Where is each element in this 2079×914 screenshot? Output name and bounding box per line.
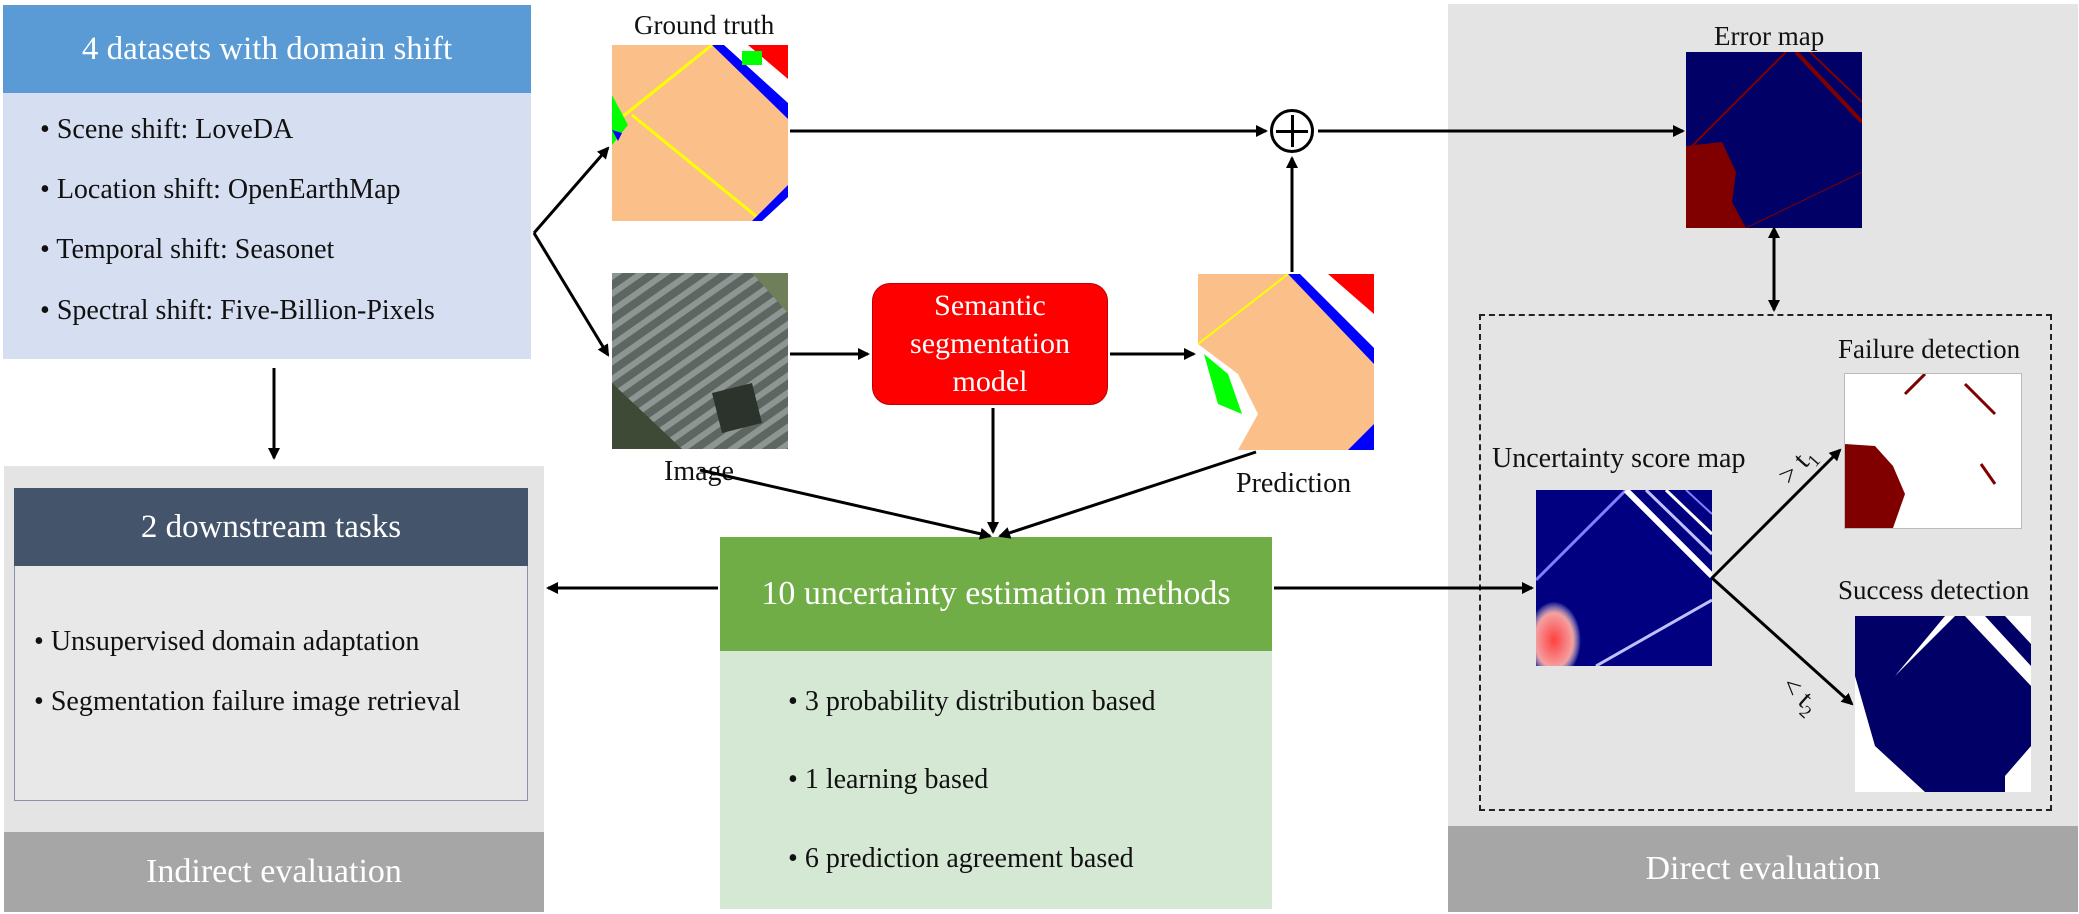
datasets-title: 4 datasets with domain shift	[3, 5, 531, 93]
ground-truth-label: Ground truth	[634, 10, 775, 40]
methods-title: 10 uncertainty estimation methods	[720, 537, 1272, 651]
prediction-label: Prediction	[1236, 468, 1352, 499]
direct-evaluation-footer: Direct evaluation	[1448, 826, 2078, 912]
prediction-image	[1198, 274, 1374, 450]
method-item: 6 prediction agreement based	[788, 843, 1134, 875]
method-item: 1 learning based	[788, 764, 989, 796]
failure-detection-label: Failure detection	[1838, 334, 2021, 364]
downstream-item: Segmentation failure image retrieval	[34, 686, 461, 718]
ground-truth-image	[612, 45, 788, 221]
input-image	[612, 273, 788, 449]
downstream-title: 2 downstream tasks	[14, 488, 528, 566]
dataset-item: Temporal shift: Seasonet	[40, 234, 334, 266]
failure-detection-image	[1844, 373, 2022, 529]
segmentation-model-label: Semantic segmentation model	[910, 289, 1070, 398]
direct-evaluation-dashed-region	[1479, 314, 2052, 811]
downstream-item: Unsupervised domain adaptation	[34, 626, 420, 658]
dataset-item: Location shift: OpenEarthMap	[40, 174, 401, 206]
uncertainty-map-label: Uncertainty score map	[1492, 443, 1746, 474]
method-item: 3 probability distribution based	[788, 686, 1156, 718]
arrow-to-image	[532, 232, 610, 357]
segmentation-model-box: Semantic segmentation model	[872, 283, 1108, 405]
error-map-image	[1686, 52, 1862, 228]
success-detection-label: Success detection	[1838, 575, 2030, 605]
image-label: Image	[664, 456, 734, 487]
arrow-to-failure	[1710, 448, 1842, 580]
dataset-item: Scene shift: LoveDA	[40, 114, 293, 146]
arrow-to-success	[1710, 576, 1854, 706]
arrow-to-ground-truth	[532, 146, 610, 234]
arrow-prediction-to-methods	[998, 450, 1257, 539]
combine-operator-icon	[1270, 109, 1314, 153]
error-map-label: Error map	[1714, 21, 1825, 51]
arrow-image-to-methods	[699, 468, 992, 540]
indirect-evaluation-footer: Indirect evaluation	[4, 832, 544, 912]
dataset-item: Spectral shift: Five-Billion-Pixels	[40, 295, 435, 327]
success-detection-image	[1855, 616, 2031, 792]
uncertainty-map-image	[1536, 490, 1712, 666]
